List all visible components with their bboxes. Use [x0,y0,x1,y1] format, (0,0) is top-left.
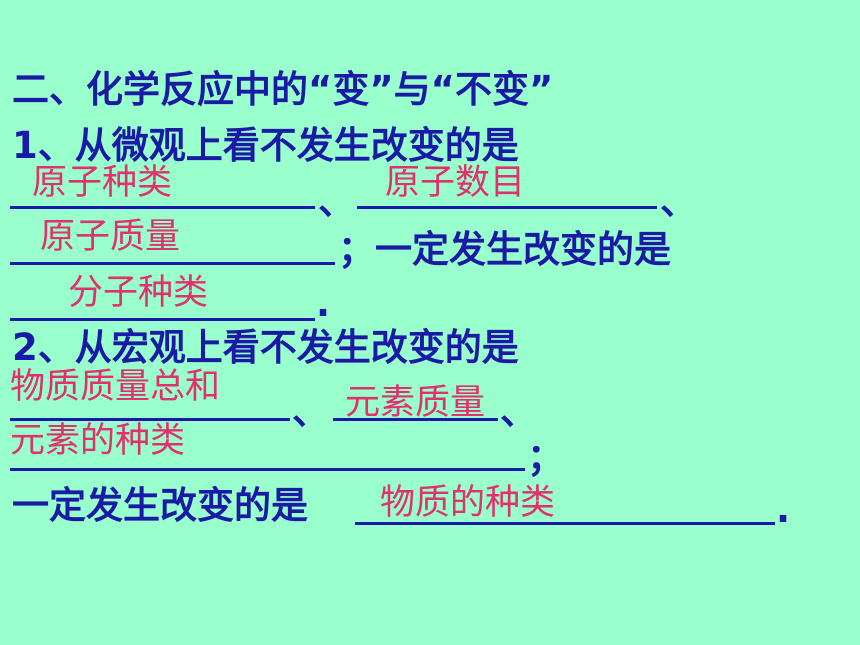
q2-blank-3 [10,468,525,471]
q1-blank-3 [10,262,335,265]
q1-answer-2: 原子数目 [385,163,526,203]
q1-blank-4 [10,318,315,321]
q2-prompt: 2、从宏观上看不发生改变的是 [12,326,519,369]
q1-period: . [316,282,331,325]
q2-blank-1 [10,418,290,421]
q2-answer-4: 物质的种类 [380,483,556,523]
q1-second-clause: ；一定发生改变的是 [338,228,671,271]
q1-blank-1 [10,206,315,209]
q2-separator-2: 、 [500,390,537,433]
q2-semicolon: ； [527,436,564,479]
q2-period: . [776,488,791,531]
section-heading: 二、化学反应中的“变”与“不变” [12,68,554,111]
q2-blank-2 [333,418,498,421]
q1-answer-1: 原子种类 [32,163,173,203]
q2-answer-2: 元素质量 [345,383,486,423]
q2-answer-3: 元素的种类 [10,421,186,461]
q1-answer-3: 原子质量 [40,217,181,257]
q1-answer-4: 分子种类 [68,273,209,313]
q2-line4-text: 一定发生改变的是 [12,484,308,527]
q2-answer-1: 物质质量总和 [10,367,221,407]
q1-blank-2 [357,206,657,209]
q1-prompt: 1、从微观上看不发生改变的是 [12,124,519,167]
q1-separator-2: 、 [660,180,697,223]
q2-separator-1: 、 [292,390,329,433]
q1-separator-1: 、 [318,180,355,223]
q2-blank-4 [355,522,775,525]
